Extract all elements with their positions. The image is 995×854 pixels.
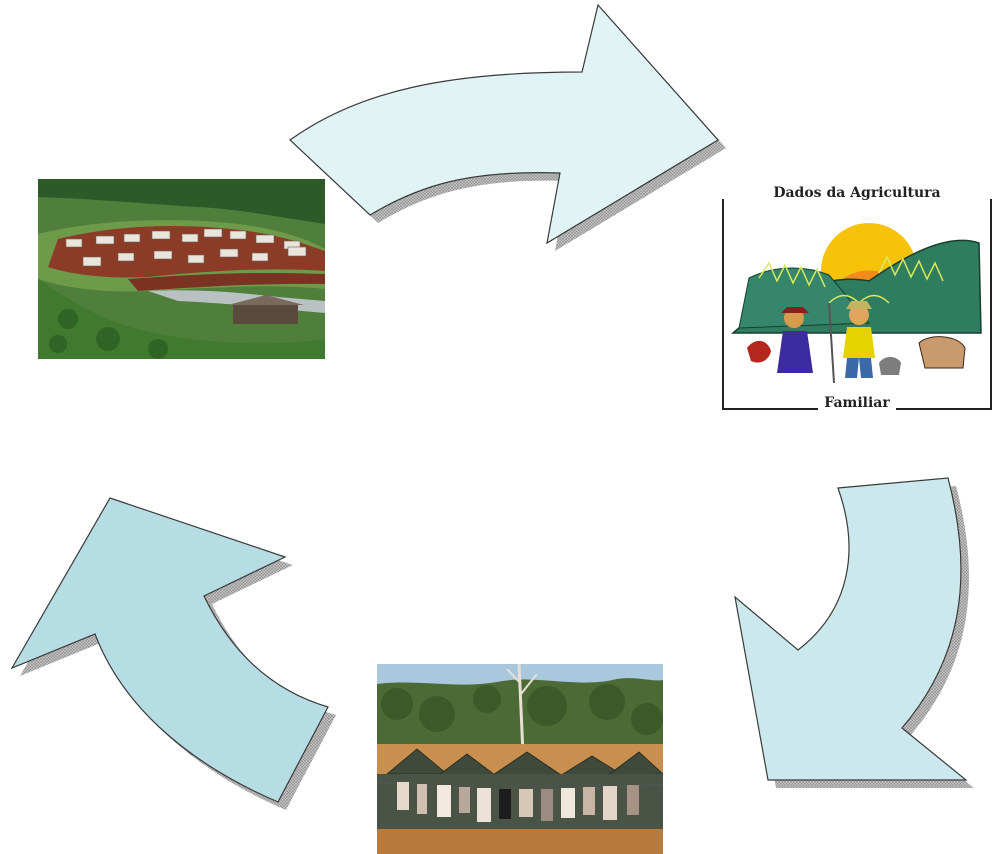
arrow-right-icon: [734, 477, 974, 788]
settlement-photo: [38, 179, 325, 359]
camp-photo: [377, 664, 663, 854]
logo-footer: Familiar: [719, 395, 995, 411]
logo-title: Dados da Agricultura: [719, 185, 995, 201]
agricultura-familiar-logo: Dados da Agricultura Familiar: [719, 183, 995, 413]
arrow-left-icon: [10, 497, 336, 810]
arrow-top-icon: [289, 3, 726, 251]
